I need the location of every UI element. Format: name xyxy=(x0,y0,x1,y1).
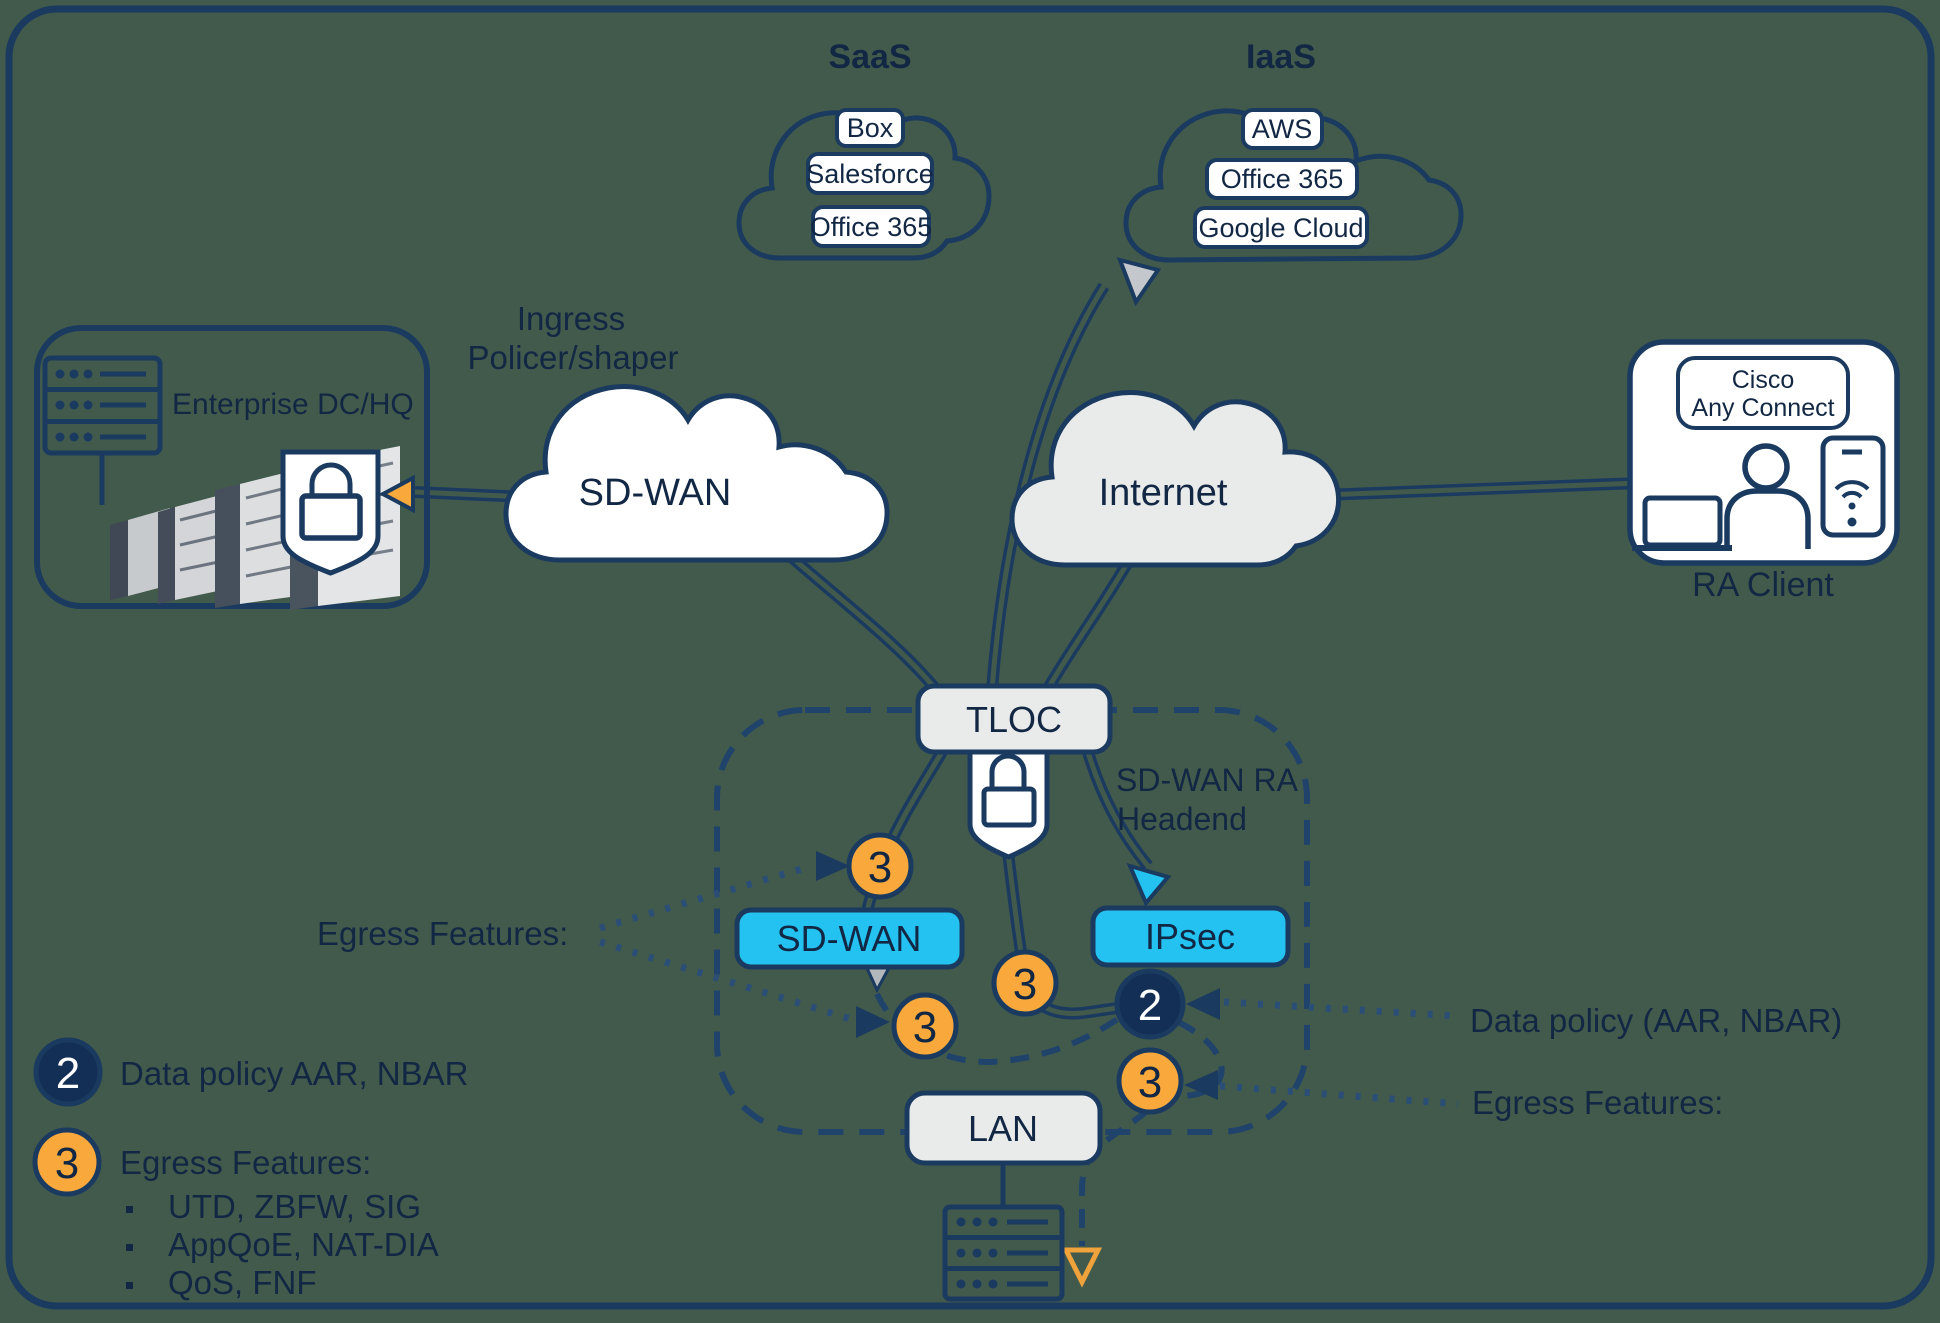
iaas-app-label: AWS xyxy=(1252,114,1313,144)
saas-cloud: SaaS Box Salesforce Office 365 xyxy=(736,38,992,261)
anyconnect-badge: Cisco Any Connect xyxy=(1676,356,1850,430)
internet-to-raclient-link xyxy=(1321,477,1641,501)
ra-client-box: Cisco Any Connect xyxy=(1627,339,1900,566)
tloc-shield-lock-icon xyxy=(967,737,1050,860)
saas-app-chip xyxy=(835,108,905,148)
sdwan-cloud: SD-WAN xyxy=(503,384,890,563)
iaas-app-label: Office 365 xyxy=(1221,164,1344,194)
internet-to-tloc-link xyxy=(1040,558,1134,695)
phone-icon xyxy=(1820,435,1886,538)
legend-data-policy: 2 Data policy AAR, NBAR xyxy=(33,1037,468,1107)
legend-step3-badge: 3 xyxy=(55,1139,79,1188)
saas-app-chip xyxy=(806,152,934,195)
data-policy-right-leader xyxy=(1223,998,1459,1020)
step3-badge: 3 xyxy=(1116,1047,1184,1115)
legend-step2-badge: 2 xyxy=(56,1049,80,1098)
ipsec-service-label: IPsec xyxy=(1145,916,1235,957)
headend-label-line2: Headend xyxy=(1117,801,1247,837)
legend-egress-item: QoS, FNF xyxy=(168,1264,317,1301)
ingress-label-line1: Ingress xyxy=(517,300,625,337)
canvas-border xyxy=(5,5,1935,1310)
saas-app-label: Office 365 xyxy=(810,212,933,242)
tloc-to-iaas-link xyxy=(986,282,1110,691)
datapolicy-to-egress-dashed xyxy=(1176,1019,1225,1099)
sdwan-to-tloc-link xyxy=(784,549,943,696)
bullet-icon xyxy=(126,1206,133,1213)
step2-badge: 2 xyxy=(1114,968,1186,1040)
step3-badge-label: 3 xyxy=(1013,960,1037,1009)
legend-egress: 3 Egress Features: UTD, ZBFW, SIG AppQoE… xyxy=(32,1127,439,1301)
anyconnect-line1: Cisco xyxy=(1732,366,1795,394)
egress-right-callout: Egress Features: xyxy=(1472,1084,1723,1121)
dc-ingress-arrow-icon xyxy=(378,474,415,514)
enterprise-dc-label: Enterprise DC/HQ xyxy=(172,388,414,421)
person-icon xyxy=(1724,443,1811,549)
ipsec-arrow-icon xyxy=(1126,862,1172,907)
tloc-to-ipsec-link xyxy=(1082,750,1153,870)
lan-server-icon xyxy=(942,1163,1065,1302)
legend-data-policy-text: Data policy AAR, NBAR xyxy=(120,1055,468,1092)
headend-label-line1: SD-WAN RA xyxy=(1116,762,1299,798)
iaas-arrow-icon xyxy=(1116,257,1162,307)
leader-arrow-icon xyxy=(1184,1070,1218,1100)
step3-badge-label: 3 xyxy=(1138,1058,1162,1107)
iaas-cloud: IaaS AWS Office 365 Google Cloud xyxy=(1123,38,1464,263)
headend-label: SD-WAN RA Headend xyxy=(1116,762,1299,837)
egress-left-callout: Egress Features: xyxy=(317,915,568,952)
saas-app-chip xyxy=(811,205,931,248)
enterprise-dc-box: Enterprise DC/HQ xyxy=(34,325,430,610)
leader-arrow-icon xyxy=(1186,988,1220,1020)
internet-cloud: Internet xyxy=(1009,390,1342,568)
saas-app-label: Box xyxy=(847,113,894,143)
anyconnect-line2: Any Connect xyxy=(1691,394,1834,422)
server-rack-icon xyxy=(42,355,163,505)
saas-title: SaaS xyxy=(828,38,911,76)
tloc-box: TLOC xyxy=(915,683,1113,755)
sdwan-service-label: SD-WAN xyxy=(777,918,922,959)
leader-arrow-icon xyxy=(816,851,850,881)
lan-box: LAN xyxy=(904,1090,1103,1166)
data-policy-right-callout: Data policy (AAR, NBAR) xyxy=(1470,1002,1842,1039)
sdwan-service-box: SD-WAN xyxy=(734,907,965,970)
bullet-icon xyxy=(126,1244,133,1251)
egress-right-leader xyxy=(1219,1082,1459,1108)
egress-left-leader-top xyxy=(599,862,813,932)
step2-badge-label: 2 xyxy=(1138,981,1162,1030)
iaas-title: IaaS xyxy=(1246,38,1316,76)
iaas-app-label: Google Cloud xyxy=(1198,213,1363,243)
step3-badge-label: 3 xyxy=(868,843,892,892)
internet-cloud-label: Internet xyxy=(1099,472,1228,514)
lan-label: LAN xyxy=(968,1108,1038,1149)
dc-shield-lock-icon xyxy=(280,449,381,576)
legend-egress-item: UTD, ZBFW, SIG xyxy=(168,1188,421,1225)
step3-badge: 3 xyxy=(991,949,1059,1017)
sdwan-service-arrow-icon xyxy=(863,964,893,994)
sdwan-cloud-label: SD-WAN xyxy=(579,472,732,514)
legend-egress-item: AppQoE, NAT-DIA xyxy=(168,1226,439,1263)
bullet-icon xyxy=(126,1282,133,1289)
step3-badge-label: 3 xyxy=(913,1003,937,1052)
ra-client-label: RA Client xyxy=(1692,566,1834,604)
step3-badge: 3 xyxy=(846,832,914,900)
ipsec-service-box: IPsec xyxy=(1090,905,1291,968)
tloc-label: TLOC xyxy=(966,699,1062,740)
ingress-label-line2: Policer/shaper xyxy=(468,339,679,376)
ingress-label: Ingress Policer/shaper xyxy=(468,300,679,376)
saas-app-label: Salesforce xyxy=(806,159,934,189)
iaas-app-chip xyxy=(1205,158,1359,200)
iaas-app-chip xyxy=(1193,206,1369,249)
legend-egress-title: Egress Features: xyxy=(120,1144,371,1181)
egress-left-leader-bottom xyxy=(598,938,856,1024)
iaas-app-chip xyxy=(1241,108,1324,150)
laptop-icon xyxy=(1632,495,1732,551)
step3-badge: 3 xyxy=(891,992,959,1060)
lan-egress-arrow-icon xyxy=(1061,1247,1103,1288)
leader-arrow-icon xyxy=(856,1006,890,1038)
